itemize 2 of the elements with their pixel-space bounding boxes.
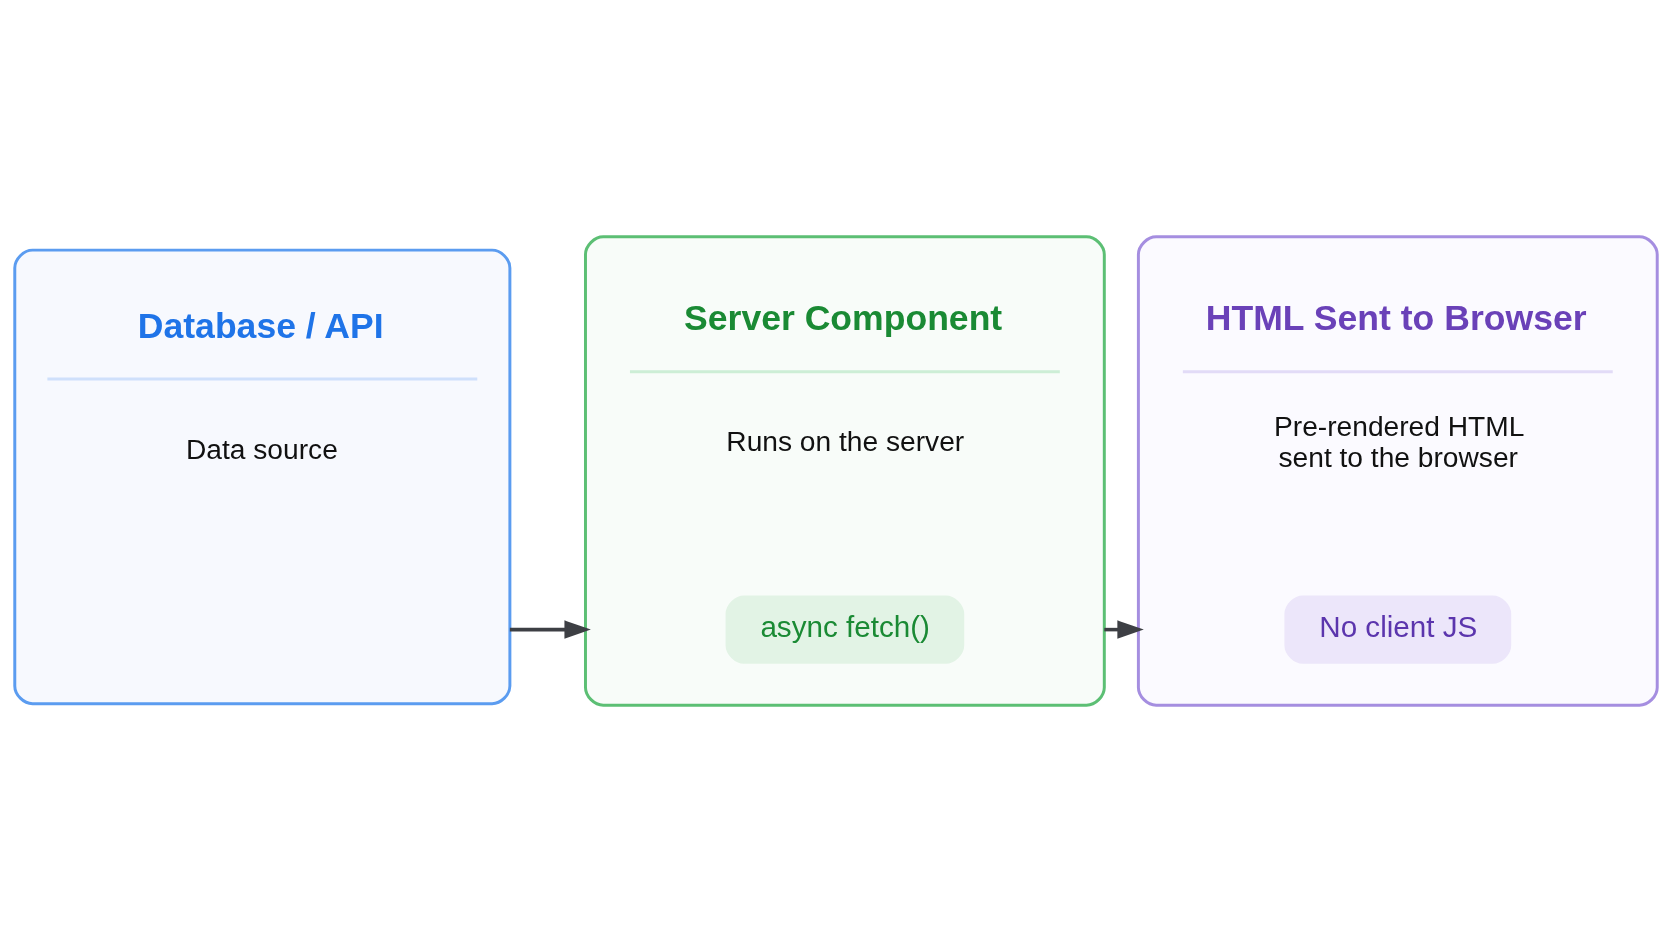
arrow: [509, 619, 591, 639]
node-box: Database / API Data source: [13, 248, 512, 705]
